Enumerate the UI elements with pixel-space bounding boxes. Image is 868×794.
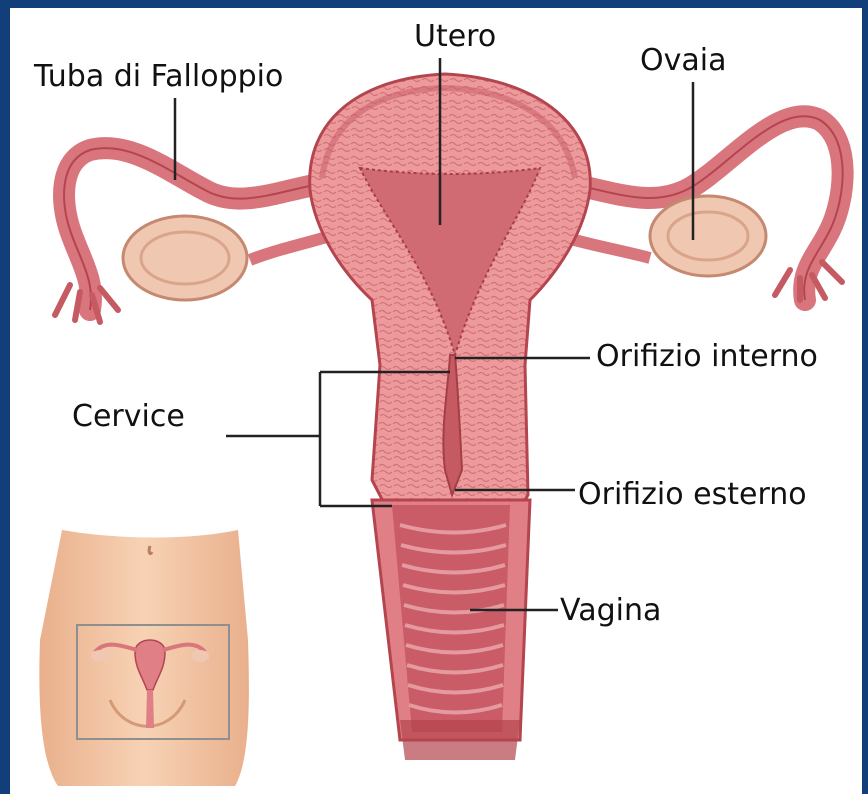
label-vagina: Vagina [560,594,661,628]
label-fallopian-tube: Tuba di Falloppio [34,60,283,94]
label-ovary: Ovaia [640,44,726,78]
label-uterus: Utero [414,20,496,54]
label-cervix: Cervice [72,400,185,434]
label-external-os: Orifizio esterno [578,478,807,512]
label-internal-os: Orifizio interno [596,340,818,374]
inset-highlight-box [76,624,230,740]
uterus [310,74,591,505]
vagina [372,500,530,760]
